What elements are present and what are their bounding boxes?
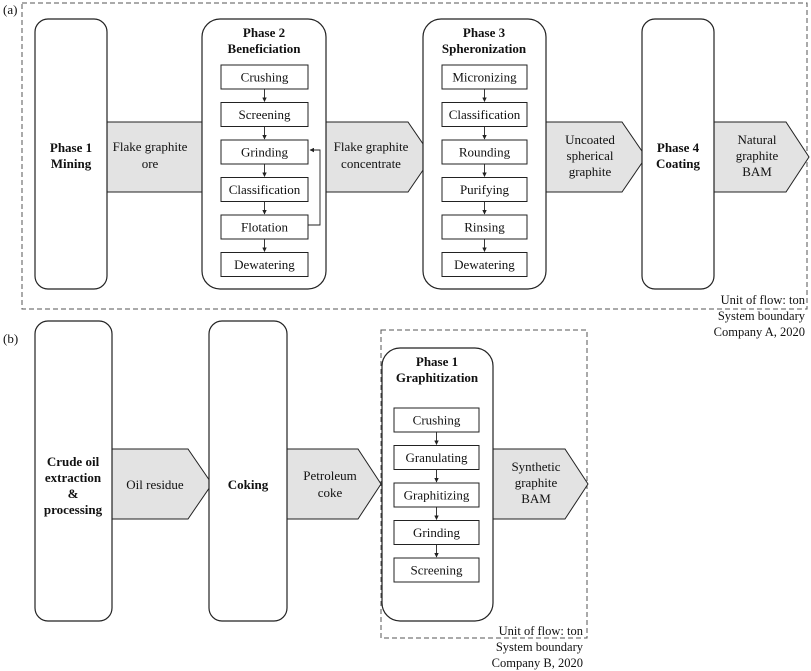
panel-b-flow-2-line-1: Petroleum bbox=[303, 468, 356, 483]
panel-b-phase-1-step-label: Graphitizing bbox=[404, 488, 470, 503]
panel-a-phase-3-step-box bbox=[441, 214, 528, 240]
panel-a-phase-3-step-label: Rounding bbox=[459, 145, 511, 160]
panel-a-phase-3-step-label: Micronizing bbox=[452, 70, 517, 85]
panel-a-unit-of-flow: Unit of flow: ton bbox=[721, 293, 806, 307]
panel-a-phase-2-step-label: Grinding bbox=[241, 145, 288, 160]
panel-a-system-boundary-label: System boundary bbox=[718, 309, 806, 323]
panel-b-company: Company B, 2020 bbox=[492, 656, 583, 670]
panel-a-flow-2-line-1: Flake graphite bbox=[334, 139, 409, 154]
panel-b-stage-2-line-1: Coking bbox=[228, 477, 269, 492]
panel-b-system-boundary-label: System boundary bbox=[496, 640, 584, 654]
panel-b-stage-1-line-1: Crude oil bbox=[47, 454, 100, 469]
panel-b-label: (b) bbox=[3, 331, 18, 346]
panel-a-phase-3-step-box bbox=[441, 139, 528, 165]
panel-a-phase-3-name: Spheronization bbox=[442, 41, 527, 56]
panel-b-flow-2-line-2: coke bbox=[318, 485, 343, 500]
panel-a-phase-3-step-box bbox=[441, 102, 528, 127]
panel-b-phase-1-step-label: Grinding bbox=[413, 525, 460, 540]
panel-a-phase-1-box bbox=[34, 18, 108, 290]
panel-b-flow-1-line-1: Oil residue bbox=[126, 477, 184, 492]
panel-a-phase-3-step-box bbox=[441, 64, 528, 90]
panel-a-phase-2-step-box bbox=[220, 214, 309, 240]
panel-a-flow-4-line-1: Natural bbox=[738, 132, 777, 147]
panel-a-recycle-arrow bbox=[308, 147, 321, 226]
panel-a-phase-2-step-box bbox=[220, 252, 309, 277]
panel-a-phase-1-name: Mining bbox=[51, 156, 92, 171]
panel-a-label: (a) bbox=[3, 2, 17, 17]
panel-a-phase-2-step-box bbox=[220, 177, 309, 202]
panel-a-phase-2-step-box bbox=[220, 102, 309, 127]
panel-b-flow-3-line-3: BAM bbox=[521, 491, 551, 506]
panel-a-phase-4-name: Coating bbox=[656, 156, 701, 171]
panel-b-phase-1-name: Graphitization bbox=[396, 370, 479, 385]
panel-a-phase-3-step-box bbox=[441, 177, 528, 202]
panel-a-flow-4-line-3: BAM bbox=[742, 164, 772, 179]
panel-a-phase-2-step-label: Crushing bbox=[241, 70, 289, 85]
panel-a-phase-2-step-box bbox=[220, 64, 309, 90]
panel-a-flow-1-line-2: ore bbox=[142, 156, 159, 171]
panel-b-phase-1-step-box bbox=[393, 407, 480, 433]
panel-a-phase-2-step-label: Classification bbox=[229, 182, 301, 197]
panel-a-flow-4-line-2: graphite bbox=[736, 148, 779, 163]
panel-a-phase-2-step-label: Flotation bbox=[241, 220, 288, 235]
panel-a-phase-4-box bbox=[641, 18, 715, 290]
panel-a-flow-2-line-2: concentrate bbox=[341, 156, 401, 171]
panel-b-crude-oil-box bbox=[34, 320, 113, 622]
panel-a-phase-3-step-label: Classification bbox=[449, 107, 521, 122]
panel-b-stage-1-line-3: & bbox=[68, 486, 79, 501]
panel-b-coking-box bbox=[208, 320, 288, 622]
panel-a-flow-1-line-1: Flake graphite bbox=[113, 139, 188, 154]
panel-a-company: Company A, 2020 bbox=[714, 325, 805, 339]
panel-a-phase-3-step-label: Purifying bbox=[460, 182, 510, 197]
panel-b-flow-arrow-coke bbox=[284, 448, 382, 520]
panel-a-phase-4-title: Phase 4 bbox=[657, 140, 700, 155]
panel-a-flow-3-line-2: spherical bbox=[567, 148, 614, 163]
panel-a-phase-1-title: Phase 1 bbox=[50, 140, 92, 155]
panel-a-phase-3-step-label: Dewatering bbox=[454, 257, 515, 272]
panel-b-phase-1-step-box bbox=[393, 482, 480, 508]
panel-a-phase-3-step-label: Rinsing bbox=[464, 220, 505, 235]
panel-a-phase-2-name: Beneficiation bbox=[228, 41, 302, 56]
panel-b-phase-1-step-label: Granulating bbox=[405, 450, 468, 465]
panel-b-stage-1-line-2: extraction bbox=[45, 470, 102, 485]
panel-b-phase-1-step-label: Screening bbox=[411, 563, 463, 578]
panel-b-unit-of-flow: Unit of flow: ton bbox=[499, 624, 584, 638]
panel-a-flow-3-line-1: Uncoated bbox=[565, 132, 615, 147]
panel-b-stage-1-line-4: processing bbox=[44, 502, 103, 517]
panel-b-phase-1-title: Phase 1 bbox=[416, 354, 458, 369]
panel-b-flow-3-line-2: graphite bbox=[515, 475, 558, 490]
panel-b-phase-1-step-box bbox=[393, 557, 480, 583]
panel-a-phase-2-step-label: Screening bbox=[239, 107, 291, 122]
panel-a-phase-2-step-box bbox=[220, 139, 309, 165]
panel-a-phase-2-step-label: Dewatering bbox=[234, 257, 295, 272]
panel-a-flow-3-line-3: graphite bbox=[569, 164, 612, 179]
panel-b-phase-1-step-label: Crushing bbox=[413, 413, 461, 428]
panel-b-flow-3-line-1: Synthetic bbox=[511, 459, 560, 474]
panel-a-phase-2-title: Phase 2 bbox=[243, 25, 285, 40]
panel-a-phase-3-title: Phase 3 bbox=[463, 25, 506, 40]
panel-a-phase-3-step-box bbox=[441, 252, 528, 277]
